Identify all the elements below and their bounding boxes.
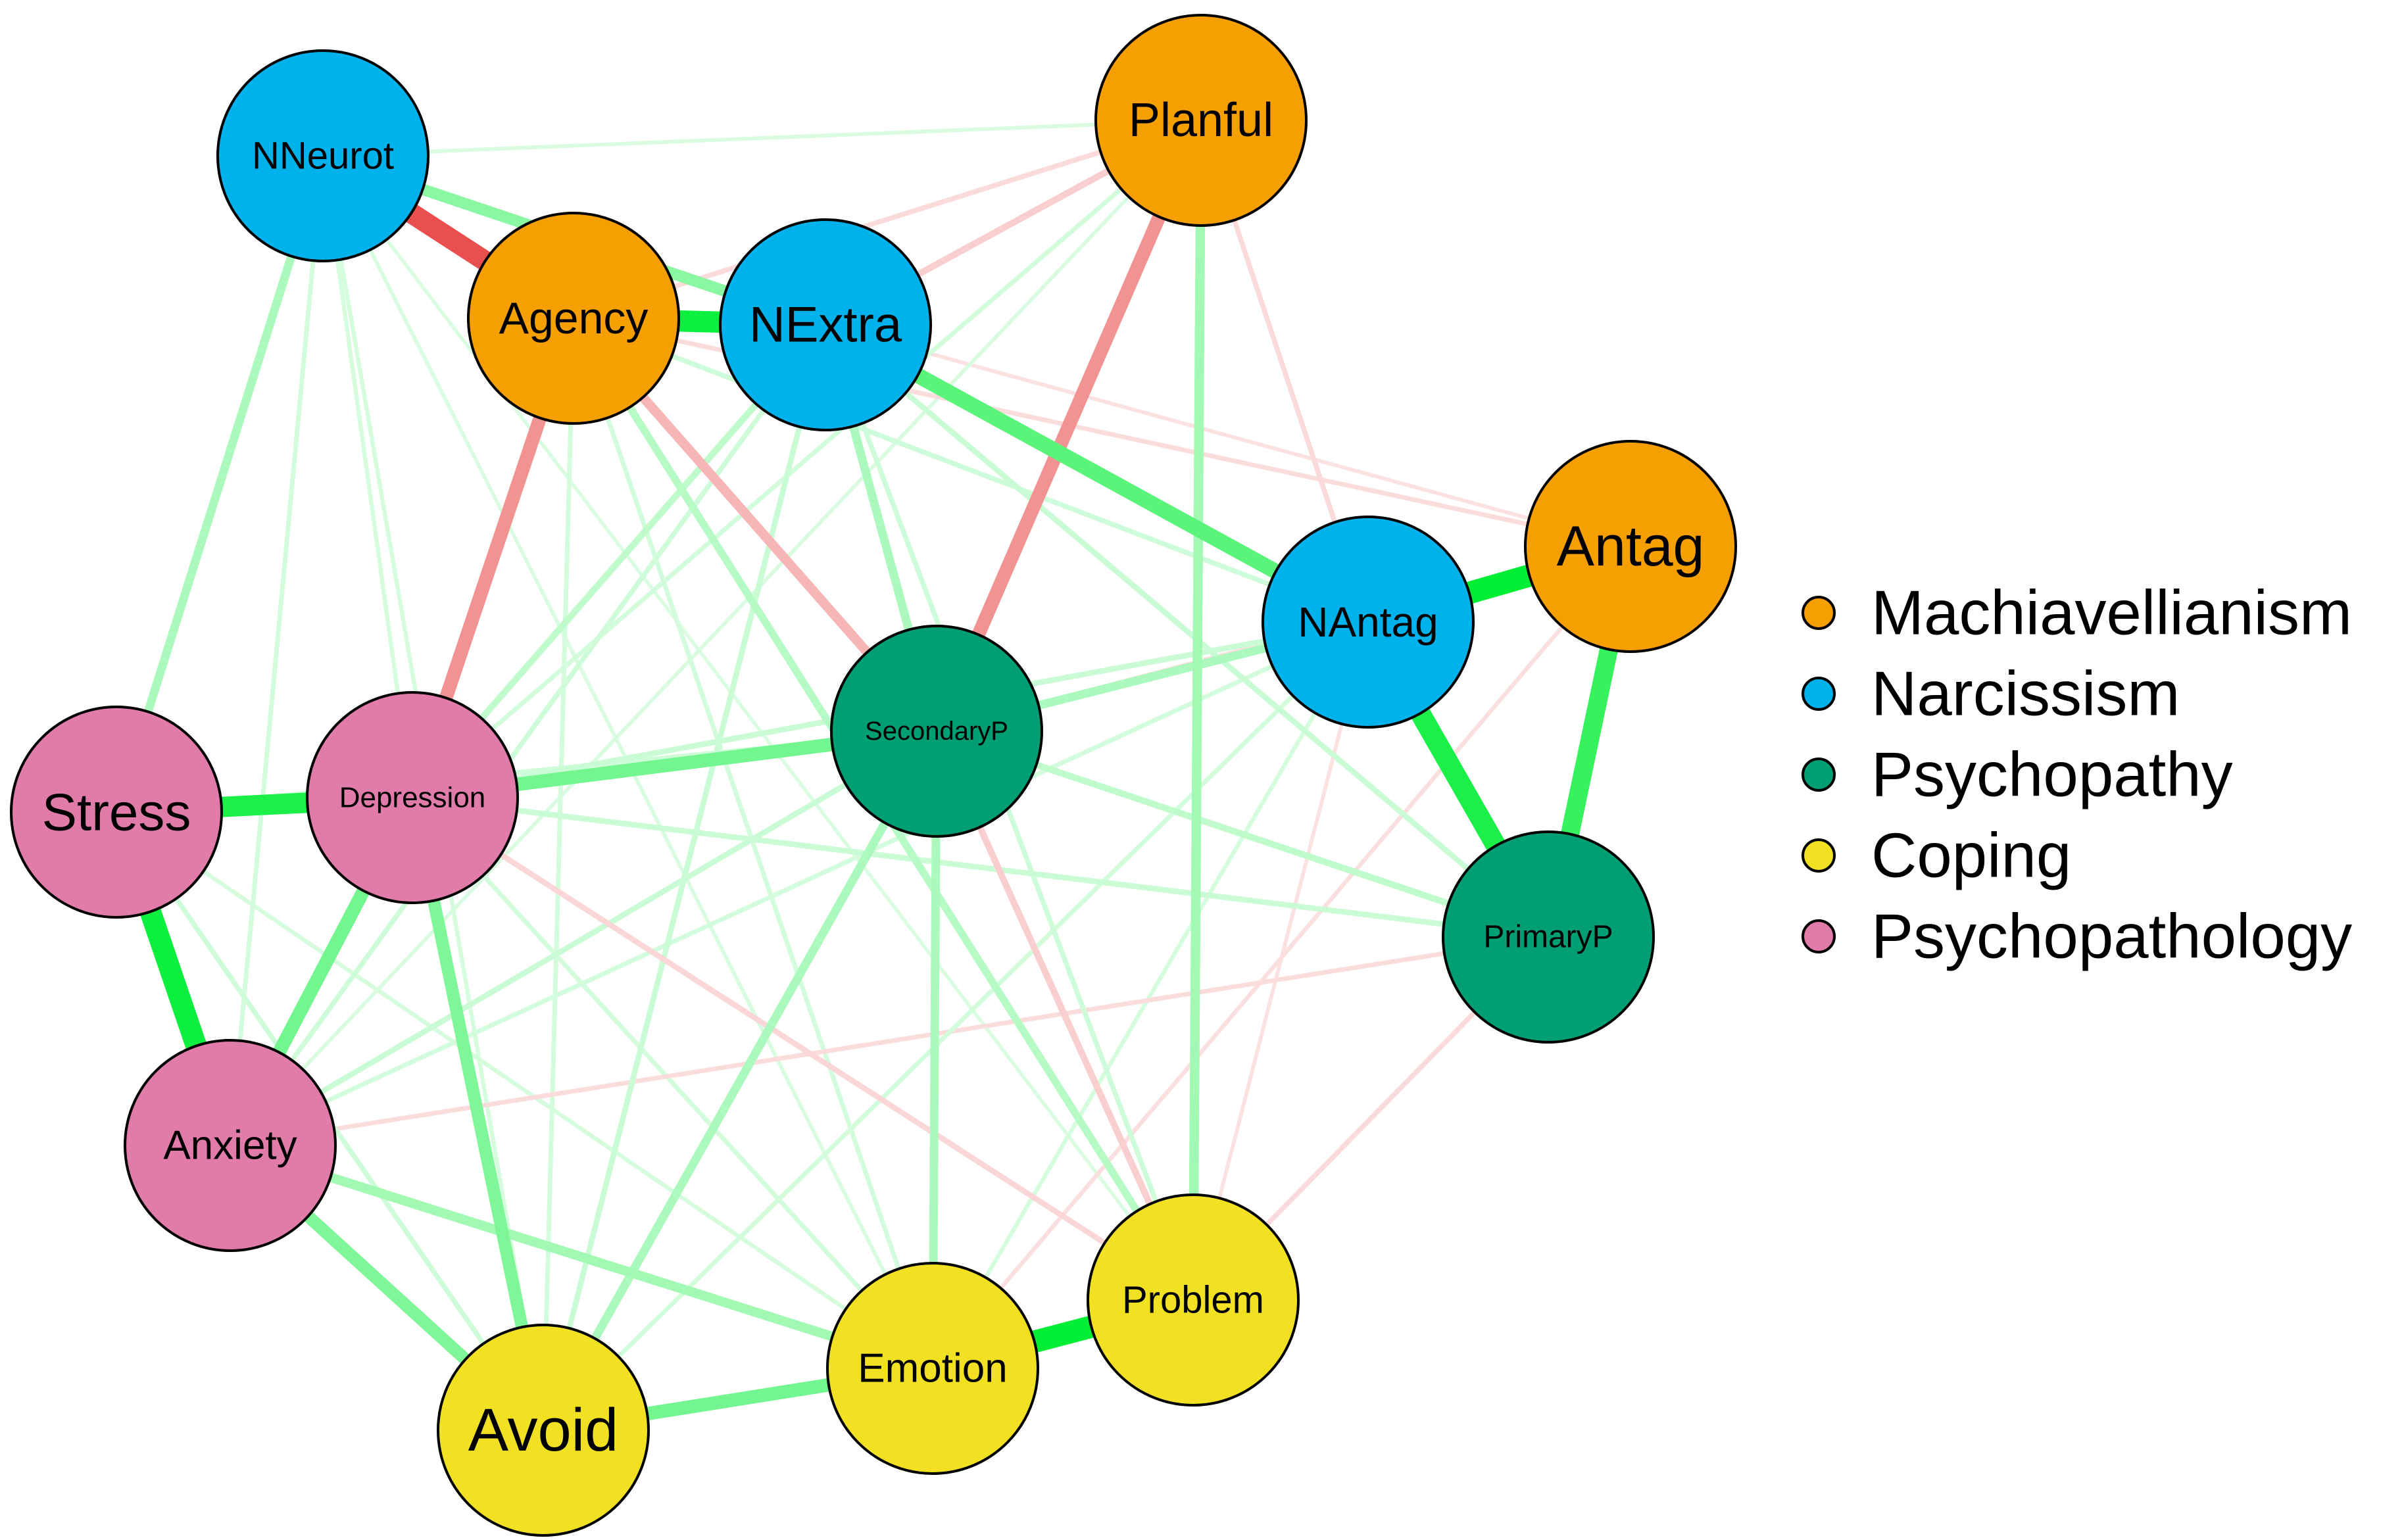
node-label-PrimaryP: PrimaryP	[1483, 920, 1613, 955]
edge-Planful-SecondaryP	[930, 117, 1208, 734]
legend-swatch-cope	[1802, 838, 1836, 873]
legend-item-psyc: Psychopathy	[1802, 740, 2233, 810]
node-label-Avoid: Avoid	[468, 1397, 618, 1464]
edge-NNeurot-Planful	[322, 118, 1202, 158]
legend-item-path: Psychopathology	[1802, 902, 2352, 972]
edge-Depression-Emotion	[410, 796, 935, 1370]
edge-Agency-NAntag	[572, 316, 1369, 625]
legend-item-cope: Coping	[1802, 821, 2071, 891]
node-Stress: Stress	[10, 706, 223, 919]
node-Emotion: Emotion	[826, 1262, 1039, 1475]
edge-Avoid-NAntag	[541, 620, 1370, 1432]
legend-swatch-psyc	[1802, 758, 1836, 792]
edge-SecondaryP-Anxiety	[228, 729, 939, 1148]
edge-Planful-Agency	[572, 118, 1202, 321]
legend-label-mach: Machiavellianism	[1871, 578, 2352, 648]
node-Planful: Planful	[1094, 14, 1308, 227]
node-circle-Avoid	[437, 1324, 650, 1537]
node-label-Anxiety: Anxiety	[163, 1123, 297, 1168]
edge-Anxiety-PrimaryP	[230, 934, 1549, 1148]
legend-item-narc: Narcissism	[1802, 659, 2180, 729]
node-circle-PrimaryP	[1442, 830, 1655, 1044]
edge-Emotion-NAntag	[931, 621, 1370, 1370]
node-label-Problem: Problem	[1122, 1279, 1264, 1322]
edge-Planful-Depression	[410, 118, 1203, 800]
edge-Problem-NNeurot	[321, 155, 1195, 1301]
edge-Planful-Anxiety	[228, 119, 1203, 1147]
legend-swatch-path	[1802, 919, 1836, 953]
node-label-NNeurot: NNeurot	[252, 135, 394, 178]
node-circle-NExtra	[719, 218, 932, 431]
edge-Anxiety-Emotion	[228, 1141, 935, 1373]
node-Problem: Problem	[1087, 1193, 1300, 1407]
node-circle-Agency	[467, 212, 680, 425]
node-NExtra: NExtra	[719, 218, 932, 431]
node-label-Emotion: Emotion	[858, 1346, 1007, 1391]
legend: MachiavellianismNarcissismPsychopathyCop…	[1802, 578, 2352, 972]
edge-PrimaryP-Depression	[412, 794, 1549, 940]
node-circle-NNeurot	[216, 49, 429, 262]
node-label-NAntag: NAntag	[1298, 598, 1438, 646]
legend-swatch-narc	[1802, 677, 1836, 711]
node-label-Antag: Antag	[1557, 515, 1705, 578]
legend-label-path: Psychopathology	[1871, 902, 2352, 972]
edge-NNeurot-Depression	[320, 155, 415, 798]
node-label-Depression: Depression	[339, 782, 486, 814]
edge-NExtra-Problem	[823, 324, 1196, 1301]
node-Agency: Agency	[467, 212, 680, 425]
legend-label-cope: Coping	[1871, 821, 2071, 891]
node-NNeurot: NNeurot	[216, 49, 429, 262]
edge-NAntag-Anxiety	[229, 619, 1369, 1148]
edge-Agency-Avoid	[541, 318, 576, 1431]
node-label-Planful: Planful	[1129, 94, 1273, 147]
node-circle-Emotion	[826, 1262, 1039, 1475]
edge-NExtra-Antag	[825, 323, 1631, 548]
node-circle-Planful	[1094, 14, 1308, 227]
edge-NExtra-Anxiety	[228, 323, 828, 1147]
node-circle-Depression	[306, 691, 519, 904]
edge-NNeurot-Anxiety	[228, 155, 326, 1146]
node-Avoid: Avoid	[437, 1324, 650, 1537]
edge-NNeurot-Stress	[112, 155, 328, 813]
node-circle-NAntag	[1262, 516, 1475, 729]
node-label-SecondaryP: SecondaryP	[865, 717, 1008, 746]
node-label-Agency: Agency	[499, 293, 649, 343]
legend-label-narc: Narcissism	[1871, 659, 2180, 729]
node-circle-Anxiety	[124, 1039, 337, 1252]
edge-Agency-Emotion	[571, 317, 935, 1370]
edge-Antag-Emotion	[931, 544, 1632, 1370]
edge-Planful-Problem	[1188, 120, 1206, 1301]
edge-Depression-Avoid	[406, 796, 550, 1432]
node-Anxiety: Anxiety	[124, 1039, 337, 1252]
node-circle-Stress	[10, 706, 223, 919]
node-circle-Problem	[1087, 1193, 1300, 1407]
node-label-NExtra: NExtra	[749, 297, 902, 353]
edge-SecondaryP-Avoid	[539, 729, 941, 1433]
node-circle-SecondaryP	[830, 625, 1043, 838]
edge-Depression-Problem	[410, 795, 1195, 1303]
legend-swatch-mach	[1802, 596, 1836, 630]
node-PrimaryP: PrimaryP	[1442, 830, 1655, 1044]
node-circle-Antag	[1524, 440, 1737, 653]
edge-SecondaryP-PrimaryP	[935, 728, 1550, 940]
node-label-Stress: Stress	[42, 783, 191, 842]
node-SecondaryP: SecondaryP	[830, 625, 1043, 838]
node-NAntag: NAntag	[1262, 516, 1475, 729]
node-Antag: Antag	[1524, 440, 1737, 653]
edge-NExtra-PrimaryP	[823, 322, 1550, 940]
legend-label-psyc: Psychopathy	[1871, 740, 2233, 810]
node-Depression: Depression	[306, 691, 519, 904]
legend-item-mach: Machiavellianism	[1802, 578, 2352, 648]
